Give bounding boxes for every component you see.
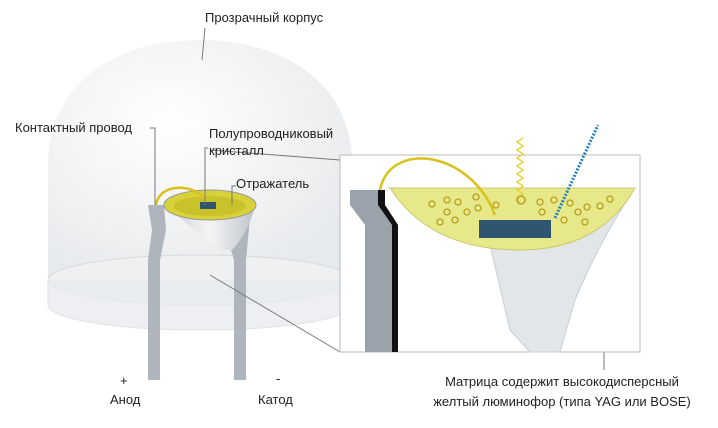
- anode-lead: [148, 205, 166, 380]
- label-cathode-sign: -: [276, 371, 281, 386]
- label-anode: Анод: [110, 392, 141, 407]
- label-matrix-line2: желтый люминофор (типа YAG или BOSE): [433, 394, 691, 409]
- label-crystal-line1: Полупроводниковый: [209, 126, 334, 141]
- label-matrix-line1: Матрица содержит высокодисперсный: [445, 374, 679, 389]
- transparent-housing: [47, 40, 353, 331]
- reflector-cup: [163, 189, 257, 250]
- label-contact-wire: Контактный провод: [15, 120, 132, 135]
- label-housing: Прозрачный корпус: [205, 10, 324, 25]
- label-cathode: Катод: [258, 392, 293, 407]
- label-crystal-line2: кристалл: [209, 143, 264, 158]
- contact-wire: [154, 186, 208, 206]
- label-anode-sign: +: [120, 373, 128, 388]
- label-reflector: Отражатель: [236, 176, 310, 191]
- cathode-lead: [222, 218, 250, 380]
- inset-detail: [339, 124, 641, 353]
